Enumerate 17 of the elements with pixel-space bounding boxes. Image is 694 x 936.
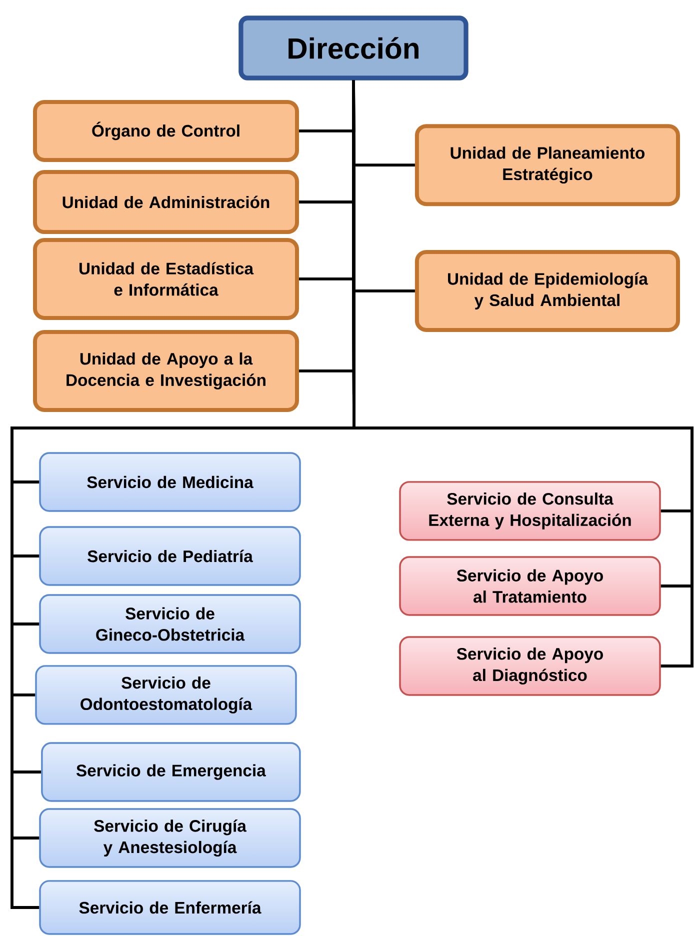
unit-box: Unidad de Epidemiología y Salud Ambiental <box>414 250 680 332</box>
unit-box: Unidad de Estadística e Informática <box>33 238 299 320</box>
service-box: Servicio de Emergencia <box>41 742 301 802</box>
service-box: Servicio de Cirugía y Anestesiología <box>39 808 301 868</box>
service-box: Servicio de Enfermería <box>39 880 301 935</box>
service-box: Servicio de Odontoestomatología <box>35 665 297 725</box>
unit-box: Unidad de Planeamiento Estratégico <box>414 124 680 206</box>
unit-box: Unidad de Apoyo a la Docencia e Investigación <box>33 330 299 412</box>
unit-box: Órgano de Control <box>33 100 299 162</box>
service-box: Servicio de Consulta Externa y Hospitalización <box>399 481 661 541</box>
service-box: Servicio de Gineco-Obstetricia <box>39 594 301 654</box>
unit-box: Unidad de Administración <box>33 170 299 234</box>
service-box: Servicio de Apoyo al Tratamiento <box>399 556 661 616</box>
service-box: Servicio de Pediatría <box>39 526 301 586</box>
service-box: Servicio de Apoyo al Diagnóstico <box>399 636 661 696</box>
service-box: Servicio de Medicina <box>39 452 301 512</box>
main-heading-box: Dirección <box>238 16 468 80</box>
